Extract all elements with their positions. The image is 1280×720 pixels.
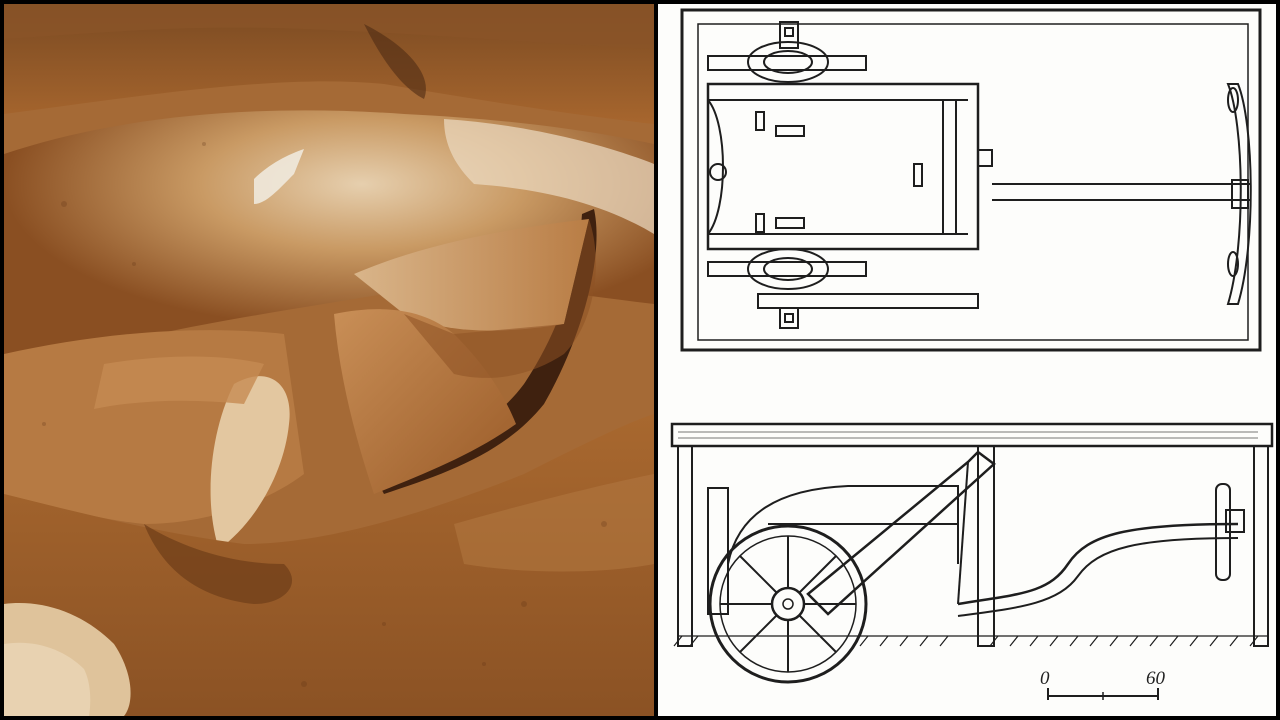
wheel-plan-upper [707,21,867,83]
hub-marker [709,163,727,181]
pit-wall-middle [977,445,995,647]
plan-view [680,8,1262,352]
ground-layer [670,422,1274,448]
pit-outline-plan [680,8,1262,352]
stone-block-top [354,219,589,331]
draught-pole-plan [992,183,1250,201]
chariot-body-side [727,485,959,565]
chariot-box-plan [706,82,993,251]
pit-wall-right [1253,445,1269,647]
wheel-plan-lower [707,248,979,329]
section-view [670,422,1274,684]
yoke-plan [1226,83,1252,305]
soil-lower [4,414,654,716]
wheel-side [708,524,868,684]
chariot-burial-drawing: 0 60 [658,4,1276,716]
post-left [707,487,729,615]
pit-floor [673,635,1268,647]
scale-bar: 0 60 [1040,668,1166,700]
scale-label-end: 60 [1146,668,1166,689]
excavation-photo [4,4,654,716]
pit-wall-left [677,445,693,647]
scale-label-start: 0 [1040,668,1050,689]
draught-pole-side [806,450,996,616]
